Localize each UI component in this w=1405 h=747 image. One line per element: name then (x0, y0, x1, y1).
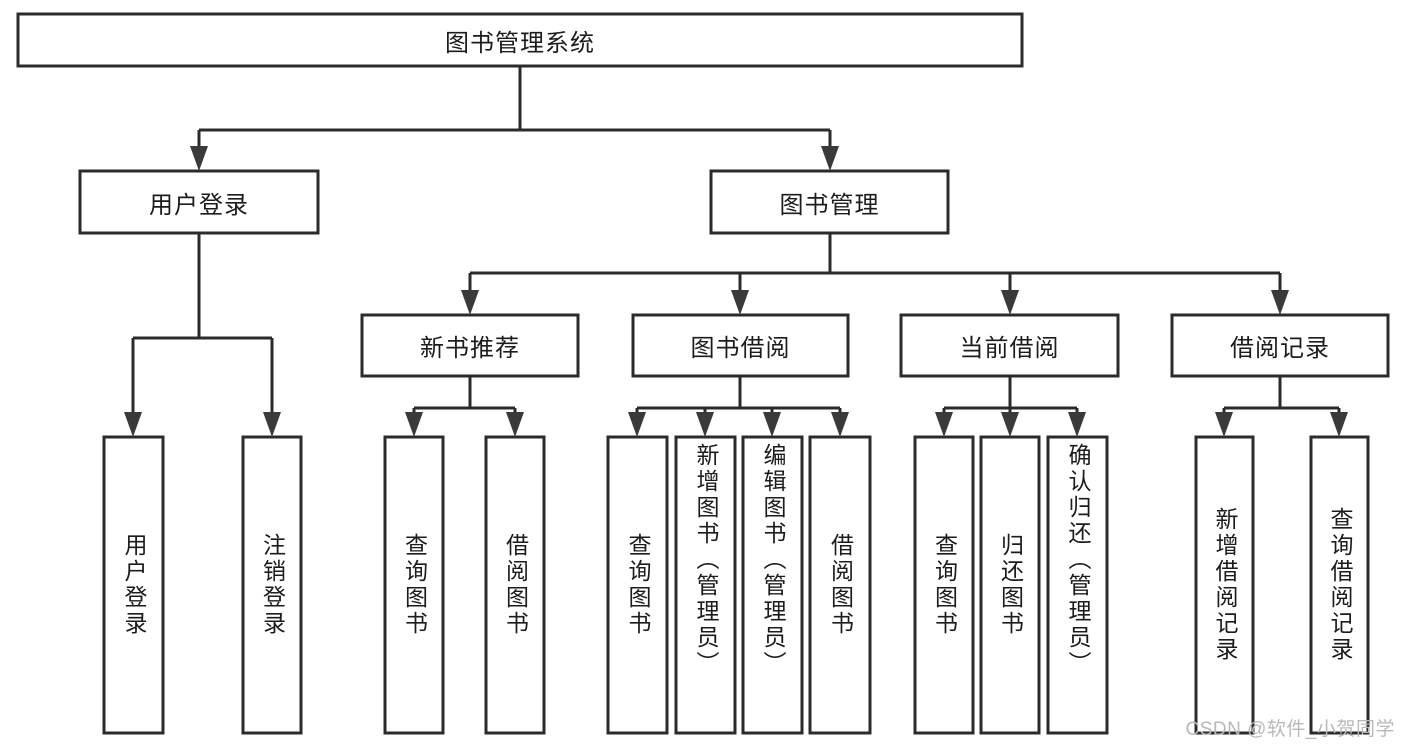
arrow-to-leaf-return-book (1001, 412, 1019, 437)
node-box-leaf-query-book-borrow[interactable] (606, 435, 669, 735)
arrow-to-leaf-logout (263, 412, 281, 437)
node-box-leaf-add-borrow-record[interactable] (1194, 435, 1255, 735)
node-box-book-management[interactable] (709, 169, 950, 235)
node-box-leaf-add-book-admin[interactable] (674, 435, 737, 735)
node-box-user-login[interactable] (78, 169, 320, 235)
node-box-leaf-logout[interactable] (241, 435, 303, 735)
arrow-to-new-book-recommend (461, 290, 479, 315)
node-box-leaf-query-borrow-record[interactable] (1309, 435, 1370, 735)
node-box-leaf-query-book-recommend[interactable] (383, 435, 445, 735)
arrow-to-book-management (821, 146, 839, 171)
arrow-to-book-borrow (731, 290, 749, 315)
node-box-root[interactable] (16, 12, 1024, 68)
node-box-leaf-user-login[interactable] (102, 435, 165, 735)
node-box-leaf-edit-book-admin[interactable] (741, 435, 804, 735)
arrow-to-leaf-borrow-book-borrow (831, 412, 849, 437)
node-box-leaf-confirm-return-admin[interactable] (1046, 435, 1109, 735)
arrow-to-current-borrow (1001, 290, 1019, 315)
node-box-leaf-query-book-current[interactable] (913, 435, 975, 735)
arrow-to-leaf-query-book-recommend (405, 412, 423, 437)
arrow-to-leaf-query-book-borrow (628, 412, 646, 437)
node-box-current-borrow[interactable] (899, 313, 1120, 378)
arrow-to-leaf-query-borrow-record (1330, 412, 1348, 437)
node-box-new-book-recommend[interactable] (360, 313, 580, 378)
node-box-leaf-borrow-book-borrow[interactable] (808, 435, 872, 735)
node-box-leaf-return-book[interactable] (979, 435, 1041, 735)
arrow-to-leaf-add-borrow-record (1215, 412, 1233, 437)
node-box-borrow-records[interactable] (1170, 313, 1390, 378)
arrow-to-leaf-borrow-book-recommend (506, 412, 524, 437)
arrow-to-borrow-records (1271, 290, 1289, 315)
arrow-to-leaf-edit-book-admin (763, 412, 781, 437)
arrow-to-leaf-query-book-current (935, 412, 953, 437)
arrow-to-leaf-add-book-admin (696, 412, 714, 437)
arrow-to-leaf-user-login (124, 412, 142, 437)
arrow-to-user-login (190, 146, 208, 171)
node-box-book-borrow[interactable] (631, 313, 850, 378)
node-box-leaf-borrow-book-recommend[interactable] (484, 435, 546, 735)
arrow-to-leaf-confirm-return-admin (1068, 412, 1086, 437)
